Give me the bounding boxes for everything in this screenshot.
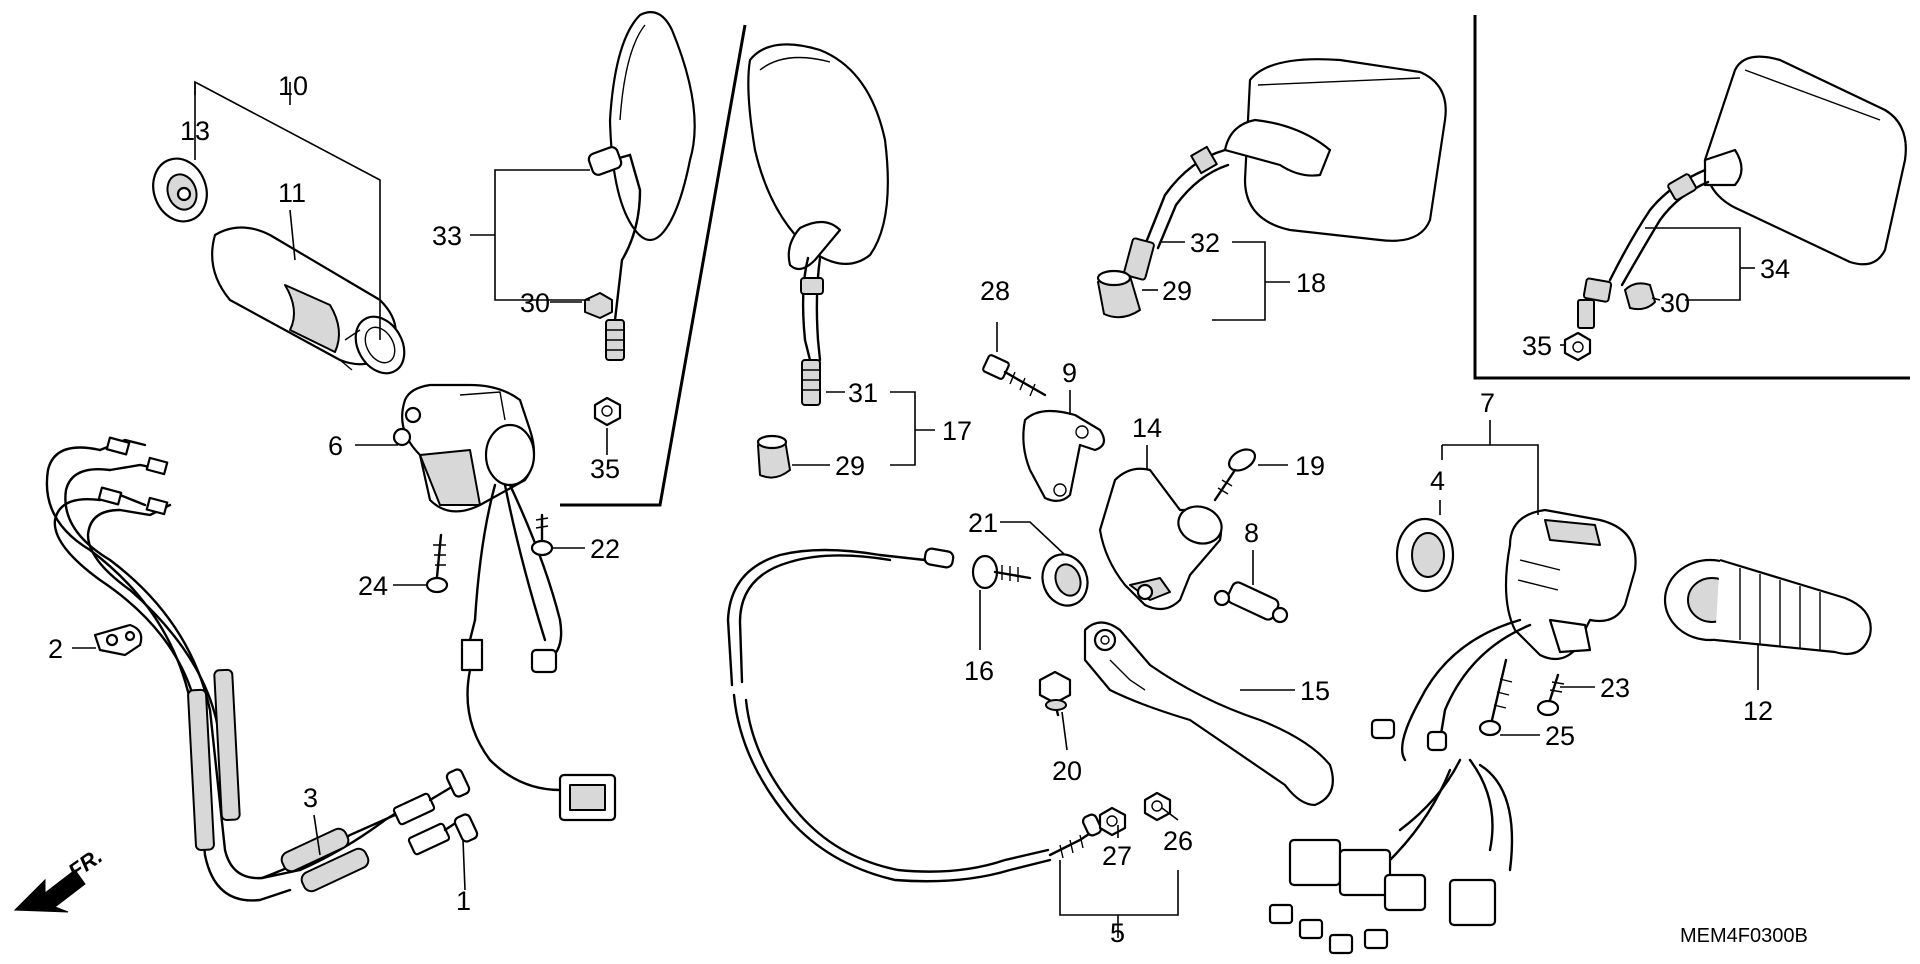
adjuster-16 <box>971 554 1032 590</box>
bracket-14 <box>1098 467 1223 611</box>
callout-34: 34 <box>1760 254 1790 284</box>
nut-35-left <box>593 396 622 427</box>
clutch-cable <box>726 547 1103 883</box>
holder-9 <box>1022 409 1106 502</box>
callout-1: 1 <box>456 886 471 916</box>
diagram-code: MEM4F0300B <box>1680 925 1808 947</box>
nut-29-left <box>756 434 791 479</box>
screw-23 <box>1536 673 1565 717</box>
callout-2: 2 <box>48 634 63 664</box>
callout-30-left: 30 <box>520 288 550 318</box>
callout-19: 19 <box>1295 451 1325 481</box>
callout-33: 33 <box>432 221 462 251</box>
callout-4: 4 <box>1430 466 1445 496</box>
nut-29-right <box>1096 269 1141 319</box>
front-direction-arrow: FR. <box>13 843 107 913</box>
nut-30-left <box>584 292 613 319</box>
grip-end-weight <box>152 157 208 223</box>
callout-29-center: 29 <box>835 451 865 481</box>
callout-28: 28 <box>980 276 1010 306</box>
left-grip <box>211 226 406 375</box>
callout-14: 14 <box>1132 413 1162 443</box>
callout-16: 16 <box>964 656 994 686</box>
callout-20: 20 <box>1052 756 1082 786</box>
callout-3: 3 <box>303 783 318 813</box>
callout-5: 5 <box>1110 918 1125 948</box>
pin-8 <box>1213 581 1289 624</box>
divider-lines <box>560 15 1910 507</box>
callout-18: 18 <box>1296 268 1326 298</box>
adjuster-21 <box>1041 553 1089 607</box>
right-mirror <box>1123 58 1447 281</box>
callout-6: 6 <box>328 431 343 461</box>
clutch-lever-15 <box>1083 621 1334 807</box>
callout-23: 23 <box>1600 673 1630 703</box>
callout-11: 11 <box>278 178 306 208</box>
screw-24 <box>425 533 449 594</box>
inset-mirror <box>1577 55 1907 329</box>
cable-clamp-2 <box>93 623 143 657</box>
screw-19 <box>1213 448 1257 502</box>
nut-27 <box>1098 806 1127 837</box>
callout-35-inset: 35 <box>1522 331 1552 361</box>
callout-35-left: 35 <box>590 454 620 484</box>
callout-15: 15 <box>1300 676 1330 706</box>
collar-4 <box>1395 517 1455 593</box>
callout-21: 21 <box>968 508 998 538</box>
callout-7: 7 <box>1480 388 1495 418</box>
nut-26 <box>1143 791 1172 822</box>
callout-22: 22 <box>590 534 620 564</box>
callout-10: 10 <box>278 71 308 101</box>
callout-labels: 1 2 3 4 5 6 7 8 9 10 11 12 13 14 15 16 1… <box>48 71 1790 948</box>
right-switch-housing <box>1268 508 1637 955</box>
bolt-28 <box>982 354 1047 397</box>
nut-35-inset <box>1563 331 1592 362</box>
callout-32: 32 <box>1190 228 1220 258</box>
callout-25: 25 <box>1545 721 1575 751</box>
callout-13: 13 <box>180 116 210 146</box>
screw-22 <box>530 513 554 557</box>
callout-26: 26 <box>1163 826 1193 856</box>
right-grip <box>1663 558 1872 656</box>
callout-9: 9 <box>1062 358 1077 388</box>
nut-30-inset <box>1624 282 1656 311</box>
leader-lines <box>72 80 1759 938</box>
center-mirror <box>747 43 889 406</box>
screw-25 <box>1478 658 1513 737</box>
callout-12: 12 <box>1743 696 1773 726</box>
callout-17: 17 <box>942 416 972 446</box>
callout-8: 8 <box>1244 518 1259 548</box>
callout-31: 31 <box>848 378 878 408</box>
bolt-20 <box>1038 670 1072 717</box>
callout-27: 27 <box>1102 841 1132 871</box>
throttle-cables <box>45 436 479 902</box>
left-mirror <box>587 11 696 361</box>
left-switch-housing <box>392 383 617 822</box>
callout-24: 24 <box>358 571 388 601</box>
callout-30-inset: 30 <box>1660 288 1690 318</box>
callout-29-right: 29 <box>1162 276 1192 306</box>
